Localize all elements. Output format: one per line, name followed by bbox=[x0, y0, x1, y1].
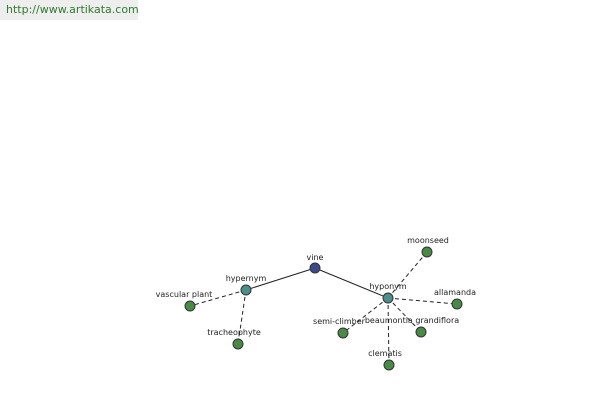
node-tracheophyte-label[interactable]: tracheophyte bbox=[207, 328, 261, 337]
edge-hypernym-to-vascular-plant bbox=[189, 289, 247, 307]
edge-hyponym-to-semi-climber bbox=[342, 297, 389, 334]
edge-vine-to-hyponym bbox=[314, 267, 389, 299]
node-beaumontia[interactable]: beaumontia grandiflora bbox=[365, 316, 459, 338]
edge-vine-to-hypernym bbox=[245, 267, 316, 291]
node-moonseed-marker[interactable] bbox=[421, 246, 433, 258]
node-hyponym-label[interactable]: hyponym bbox=[369, 282, 407, 291]
node-allamanda[interactable]: allamanda bbox=[434, 288, 476, 310]
edge-hyponym-to-moonseed bbox=[387, 251, 428, 299]
node-semi-climber-marker[interactable] bbox=[337, 327, 349, 339]
node-semi-climber-label[interactable]: semi-climber bbox=[313, 317, 366, 326]
node-hypernym-marker[interactable] bbox=[240, 284, 252, 296]
node-vascular-plant-label[interactable]: vascular plant bbox=[156, 290, 213, 299]
node-clematis-label[interactable]: clematis bbox=[368, 349, 402, 358]
node-hyponym-marker[interactable] bbox=[382, 292, 394, 304]
node-beaumontia-label[interactable]: beaumontia grandiflora bbox=[365, 316, 459, 325]
node-clematis[interactable]: clematis bbox=[368, 349, 402, 371]
nodes-layer: vine hypernym hyponym vascular plant tracheo… bbox=[156, 236, 476, 371]
site-url-link[interactable]: http://www.artikata.com bbox=[0, 0, 139, 20]
edge-hyponym-to-allamanda bbox=[387, 297, 458, 305]
edge-hyponym-to-beaumontia bbox=[387, 297, 422, 333]
node-hypernym-label[interactable]: hypernym bbox=[226, 274, 267, 283]
node-vine-marker[interactable] bbox=[309, 262, 321, 274]
node-beaumontia-marker[interactable] bbox=[415, 326, 427, 338]
node-tracheophyte-marker[interactable] bbox=[232, 338, 244, 350]
node-allamanda-marker[interactable] bbox=[451, 298, 463, 310]
node-moonseed[interactable]: moonseed bbox=[407, 236, 449, 258]
node-hypernym[interactable]: hypernym bbox=[226, 274, 267, 296]
node-tracheophyte[interactable]: tracheophyte bbox=[207, 328, 261, 350]
edge-hypernym-to-tracheophyte bbox=[237, 289, 247, 345]
node-vascular-plant[interactable]: vascular plant bbox=[156, 290, 213, 312]
edges-layer bbox=[189, 251, 458, 366]
node-allamanda-label[interactable]: allamanda bbox=[434, 288, 476, 297]
node-moonseed-label[interactable]: moonseed bbox=[407, 236, 449, 245]
node-semi-climber[interactable]: semi-climber bbox=[313, 317, 366, 339]
node-vascular-plant-marker[interactable] bbox=[184, 300, 196, 312]
node-vine[interactable]: vine bbox=[307, 253, 324, 274]
node-vine-label[interactable]: vine bbox=[307, 253, 324, 262]
node-clematis-marker[interactable] bbox=[383, 359, 395, 371]
node-hyponym[interactable]: hyponym bbox=[369, 282, 407, 304]
